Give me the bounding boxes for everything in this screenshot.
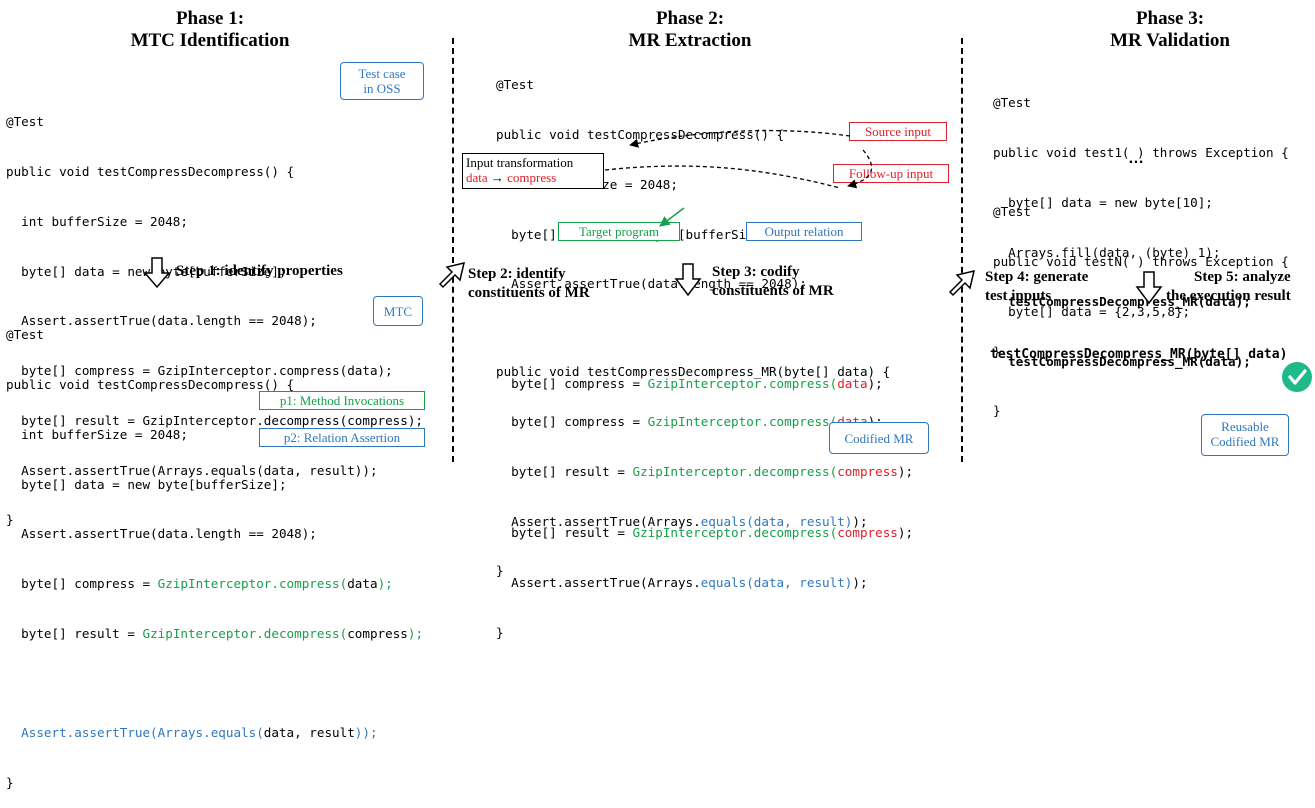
code-line: Assert.assertTrue(data.length == 2048); <box>6 313 317 329</box>
code-line: } <box>993 403 1001 419</box>
code-line: public void testCompressDecompress() { <box>6 163 295 179</box>
phase3-testN-code: @Test public void testN( ) throws Except… <box>993 171 1289 437</box>
phase-2-title: Phase 2: MR Extraction <box>580 8 800 52</box>
phase-divider-2 <box>961 38 963 462</box>
mtc-label: MTC <box>373 296 423 326</box>
diagram-overlay <box>143 129 1312 392</box>
code-line: Assert.assertTrue(data.length == 2048); <box>6 526 317 542</box>
code-line: byte[] result = GzipInterceptor.decompre… <box>6 412 424 428</box>
step-3-label: Step 3: codify constituents of MR <box>712 264 834 299</box>
code-line: byte[] data = new byte[bufferSize]; <box>6 263 287 279</box>
target-program-label: Target program <box>558 222 680 241</box>
code-line: testCompressDecompress_MR(data); <box>993 353 1251 369</box>
phase-divider-1 <box>452 38 454 462</box>
code-line: } <box>6 775 14 791</box>
step-4-label: Step 4: generate test inputs <box>985 269 1089 304</box>
code-line: int bufferSize = 2048; <box>6 213 188 229</box>
phase-3-name: MR Validation <box>1110 30 1230 51</box>
target-program-arrow <box>659 207 685 227</box>
code-line: Arrays.fill(data, (byte) 1); <box>993 244 1221 260</box>
code-line: } <box>993 344 1001 360</box>
transformation-arrow <box>604 165 841 189</box>
code-line: @Test <box>6 327 44 343</box>
check-circle-icon <box>1282 362 1312 392</box>
codified-mr-label: Codified MR <box>829 422 929 454</box>
p2-relation-assertion-label: p2: Relation Assertion <box>259 428 425 447</box>
step-2-label: Step 2: identify constituents of MR <box>468 266 590 301</box>
code-line: public void testN( ) throws Exception { <box>993 253 1289 269</box>
code-line: @Test <box>993 204 1031 220</box>
output-relation-label: Output relation <box>746 222 862 241</box>
phase3-test1-code: @Test public void test1( ) throws Except… <box>993 62 1289 377</box>
code-line: @Test <box>993 95 1031 111</box>
code-line: @Test <box>496 77 534 93</box>
step-1-down-arrow-icon <box>143 257 171 289</box>
code-line: byte[] data = new byte[bufferSize]; <box>6 476 287 492</box>
follow-up-input-label: Follow-up input <box>833 164 949 183</box>
code-line: } <box>496 563 504 579</box>
code-line: int bufferSize = 2048; <box>6 426 188 442</box>
ellipsis: … <box>1128 150 1144 167</box>
step-1-label: Step 1: identify properties <box>176 263 343 279</box>
phase-2-number: Phase 2: <box>655 8 725 29</box>
source-input-label: Source input <box>849 122 947 141</box>
code-line: public void test1( ) throws Exception { <box>993 144 1289 160</box>
p1-method-invocations-label: p1: Method Invocations <box>259 391 425 410</box>
reusable-codified-mr-label: Reusable Codified MR <box>1201 414 1289 456</box>
code-line: byte[] compress = GzipInterceptor.compre… <box>6 576 393 592</box>
code-line: Assert.assertTrue(Arrays.equals(data, re… <box>496 513 868 529</box>
step-3-down-arrow-icon <box>674 263 702 297</box>
code-line: public void testCompressDecompress() { <box>6 376 295 392</box>
code-line: byte[] data = new byte[10]; <box>993 194 1213 210</box>
code-line: } <box>496 624 504 640</box>
code-line: byte[] result = GzipInterceptor.decompre… <box>6 625 424 641</box>
phase-3-number: Phase 3: <box>1135 8 1205 29</box>
step-5-down-arrow-icon <box>1135 271 1163 305</box>
code-line: byte[] compress = GzipInterceptor.compre… <box>496 413 883 429</box>
step-4-diagonal-arrow-icon <box>948 269 976 297</box>
source-to-followup-arrow <box>847 149 873 189</box>
phase-1-title: Phase 1: MTC Identification <box>100 8 320 52</box>
phase-1-name: MTC Identification <box>130 30 290 51</box>
phase-3-title: Phase 3: MR Validation <box>1060 8 1280 52</box>
step-2-diagonal-arrow-icon <box>438 261 466 289</box>
code-line: testCompressDecompress_MR(data); <box>993 294 1251 310</box>
phase-2-name: MR Extraction <box>628 30 752 51</box>
code-line: byte[] data = {2,3,5,8}; <box>993 303 1191 319</box>
code-line: byte[] compress = GzipInterceptor.compre… <box>496 375 883 391</box>
code-line: public void testCompressDecompress_MR(by… <box>496 364 891 380</box>
code-line: byte[] compress = GzipInterceptor.compre… <box>6 363 393 379</box>
step-5-label: Step 5: analyze the execution result <box>1166 269 1291 304</box>
code-line: public void testCompressDecompress() { <box>496 126 785 142</box>
source-input-arrow <box>629 129 851 148</box>
phase-1-number: Phase 1: <box>175 8 245 29</box>
code-line: @Test <box>6 114 44 130</box>
input-transformation-label: Input transformation data → compress <box>462 153 604 189</box>
code-line: Assert.assertTrue(Arrays.equals(data, re… <box>6 725 378 741</box>
test-case-in-oss-label: Test case in OSS <box>340 62 424 100</box>
phase3-mr-signature: testCompressDecompress_MR(byte[] data) <box>990 347 1288 362</box>
